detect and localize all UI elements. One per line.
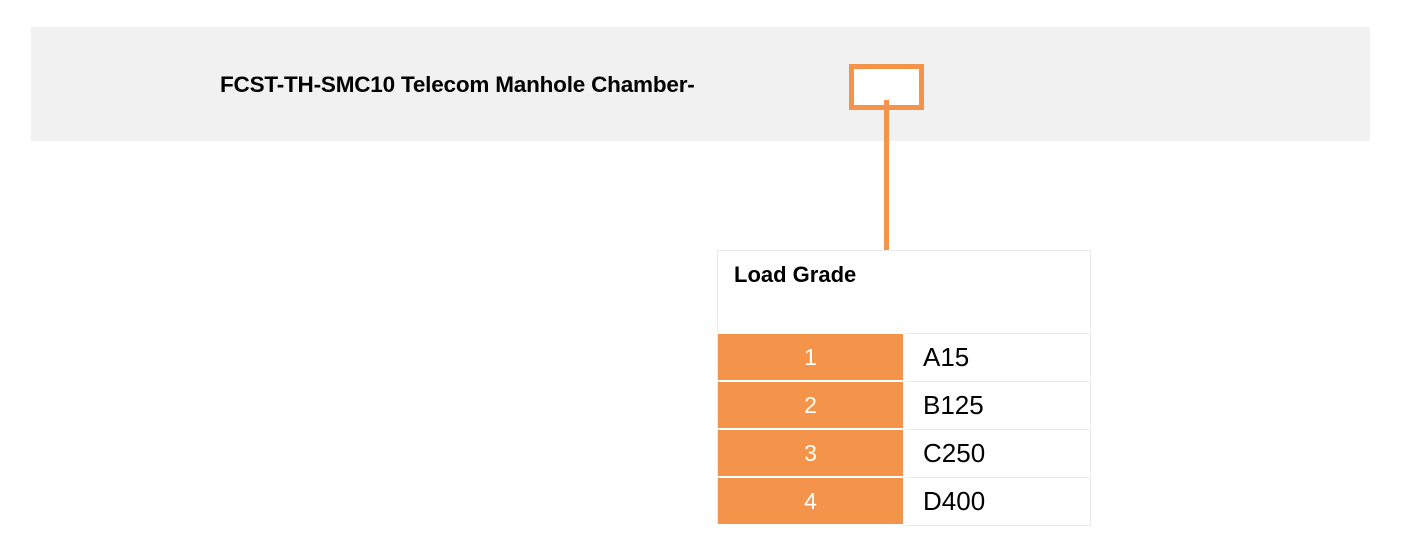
row-load-grade-value: B125	[903, 380, 1091, 430]
table-row[interactable]: 3 C250	[717, 428, 1091, 478]
row-index: 1	[717, 332, 905, 382]
row-index: 2	[717, 380, 905, 430]
load-grade-table: Load Grade 1 A15 2 B125 3 C250 4 D400	[717, 250, 1091, 526]
table-row[interactable]: 4 D400	[717, 476, 1091, 526]
title-banner: FCST-TH-SMC10 Telecom Manhole Chamber-	[31, 27, 1370, 141]
callout-connector-line	[884, 100, 889, 252]
row-index: 3	[717, 428, 905, 478]
page-title: FCST-TH-SMC10 Telecom Manhole Chamber-	[220, 72, 695, 97]
table-row[interactable]: 2 B125	[717, 380, 1091, 430]
row-load-grade-value: C250	[903, 428, 1091, 478]
row-load-grade-value: A15	[903, 332, 1091, 382]
row-index: 4	[717, 476, 905, 526]
table-row[interactable]: 1 A15	[717, 332, 1091, 382]
table-header-row: Load Grade	[717, 250, 1091, 334]
table-header-load-grade: Load Grade	[717, 250, 1091, 334]
row-load-grade-value: D400	[903, 476, 1091, 526]
